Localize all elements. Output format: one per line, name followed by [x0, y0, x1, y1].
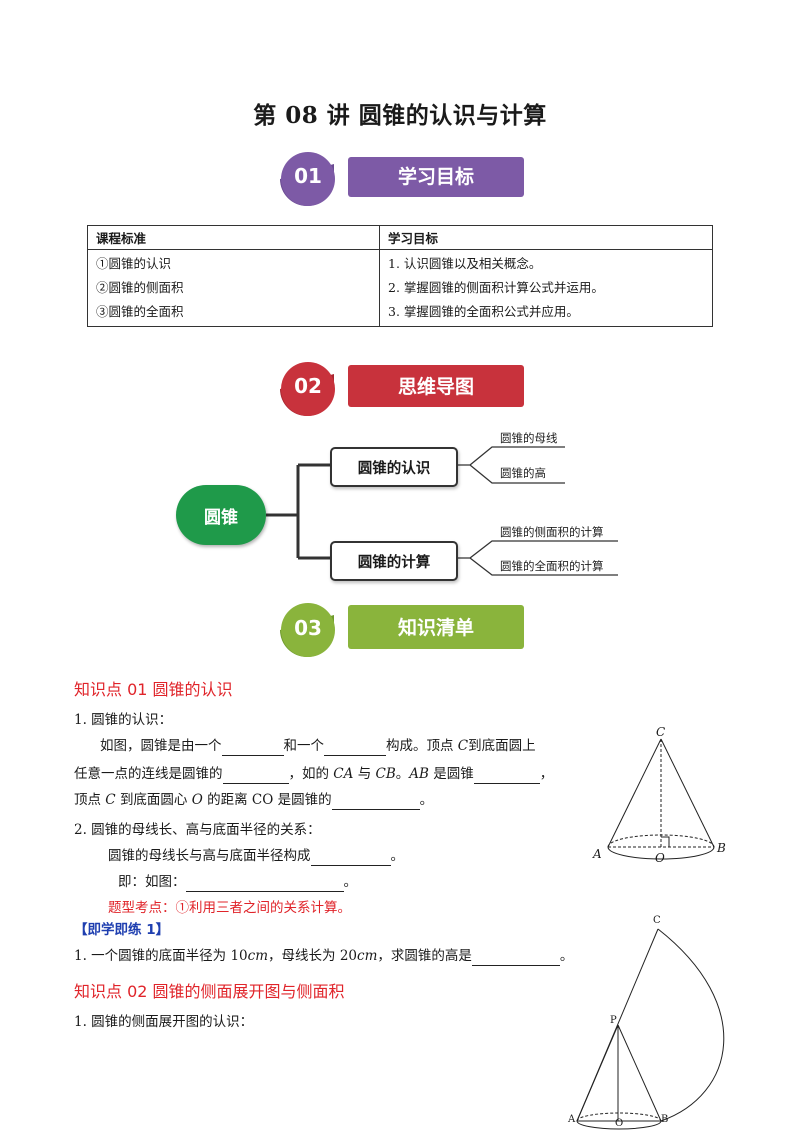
tip-text: 题型考点：①利用三者之间的关系计算。 — [108, 900, 351, 916]
point-label: O — [615, 1118, 624, 1129]
mind-map-root: 圆锥 — [176, 485, 266, 545]
fill-blank[interactable] — [185, 877, 344, 892]
table-header: 学习目标 — [379, 225, 713, 250]
paragraph-line: 任意一点的连线是圆锥的，如的 CA 与 CB。AB 是圆锥， — [74, 766, 554, 784]
banner-shape — [280, 152, 524, 206]
root-label: 圆锥 — [204, 507, 238, 528]
standard-item: ①圆锥的认识 — [96, 256, 172, 271]
mind-map: 圆锥 圆锥的认识 圆锥的计算 圆锥的母线 圆锥的高 圆锥的侧面积的计算 圆锥的全… — [170, 425, 630, 585]
section-banner-knowledge: 03 知识清单 — [272, 600, 532, 660]
point-label: B — [717, 841, 726, 855]
fill-blank[interactable] — [471, 951, 560, 966]
point-label: A — [568, 1114, 576, 1125]
point-label: A — [593, 847, 602, 861]
knowledge-point-heading: 知识点 01 圆锥的认识 — [74, 680, 233, 699]
mind-map-leaf: 圆锥的全面积的计算 — [500, 559, 604, 573]
goal-item: 3. 掌握圆锥的全面积公式并应用。 — [388, 304, 579, 319]
paragraph-line: 圆锥的母线长与高与底面半径构成。 — [108, 848, 404, 866]
paragraph-line: 如图，圆锥是由一个和一个构成。顶点 C到底面圆上 — [100, 738, 536, 756]
point-label: O — [655, 851, 665, 865]
cone-figure: C A B O — [590, 725, 740, 870]
practice-label: 【即学即练 1】 — [74, 922, 170, 938]
banner-shape — [280, 603, 524, 657]
fill-blank[interactable] — [221, 741, 284, 756]
curriculum-table: 课程标准 学习目标 ①圆锥的认识 ②圆锥的侧面积 ③圆锥的全面积 1. 认识圆锥… — [87, 225, 713, 327]
cone-drawing — [607, 738, 715, 860]
table-header: 课程标准 — [87, 225, 380, 250]
development-drawing — [576, 928, 725, 1130]
point-label: C — [653, 915, 661, 926]
mind-map-leaf: 圆锥的母线 — [500, 431, 558, 445]
mind-map-branch: 圆锥的认识 — [330, 447, 458, 487]
paragraph-line: 顶点 C 到底面圆心 O 的距离 CO 是圆锥的。 — [74, 792, 434, 810]
development-figure: C P A O B — [565, 915, 735, 1130]
standard-item: ③圆锥的全面积 — [96, 304, 184, 319]
standard-item: ②圆锥的侧面积 — [96, 280, 184, 295]
mind-map-leaf: 圆锥的侧面积的计算 — [500, 525, 604, 539]
section-banner-mindmap: 02 思维导图 — [272, 360, 532, 418]
vertex-label: C — [656, 725, 666, 739]
question-line: 1. 一个圆锥的底面半径为 10cm，母线长为 20cm，求圆锥的高是。 — [74, 948, 574, 966]
fill-blank[interactable] — [310, 851, 391, 866]
list-item: 2. 圆锥的母线长、高与底面半径的关系： — [74, 822, 321, 838]
section-number: 02 — [294, 374, 322, 398]
fill-blank[interactable] — [222, 769, 289, 784]
fill-blank[interactable] — [324, 741, 386, 756]
fill-blank[interactable] — [331, 795, 420, 810]
table-cell-goals: 1. 认识圆锥以及相关概念。 2. 掌握圆锥的侧面积计算公式并运用。 3. 掌握… — [379, 249, 713, 327]
goal-item: 2. 掌握圆锥的侧面积计算公式并运用。 — [388, 280, 604, 295]
section-number: 03 — [294, 616, 322, 640]
mind-map-connectors — [266, 446, 618, 576]
section-label: 知识清单 — [397, 617, 474, 639]
goal-item: 1. 认识圆锥以及相关概念。 — [388, 256, 542, 271]
point-label: B — [661, 1114, 669, 1125]
page-title: 第 08 讲 圆锥的认识与计算 — [253, 102, 547, 129]
fill-blank[interactable] — [473, 769, 540, 784]
knowledge-point-heading: 知识点 02 圆锥的侧面展开图与侧面积 — [74, 982, 345, 1001]
branch-label: 圆锥的计算 — [357, 554, 431, 571]
banner-shape — [280, 362, 524, 416]
point-label: P — [610, 1015, 617, 1026]
section-label: 思维导图 — [397, 376, 474, 398]
branch-label: 圆锥的认识 — [357, 460, 431, 477]
section-banner-goals: 01 学习目标 — [272, 150, 532, 208]
mind-map-branch: 圆锥的计算 — [330, 541, 458, 581]
table-cell-standards: ①圆锥的认识 ②圆锥的侧面积 ③圆锥的全面积 — [87, 249, 380, 327]
list-item: 1. 圆锥的侧面展开图的认识： — [74, 1014, 254, 1030]
mind-map-leaf: 圆锥的高 — [500, 466, 546, 480]
list-item: 1. 圆锥的认识： — [74, 712, 173, 728]
paragraph-line: 即：如图：。 — [118, 874, 357, 892]
section-label: 学习目标 — [397, 166, 474, 188]
section-number: 01 — [294, 164, 322, 188]
